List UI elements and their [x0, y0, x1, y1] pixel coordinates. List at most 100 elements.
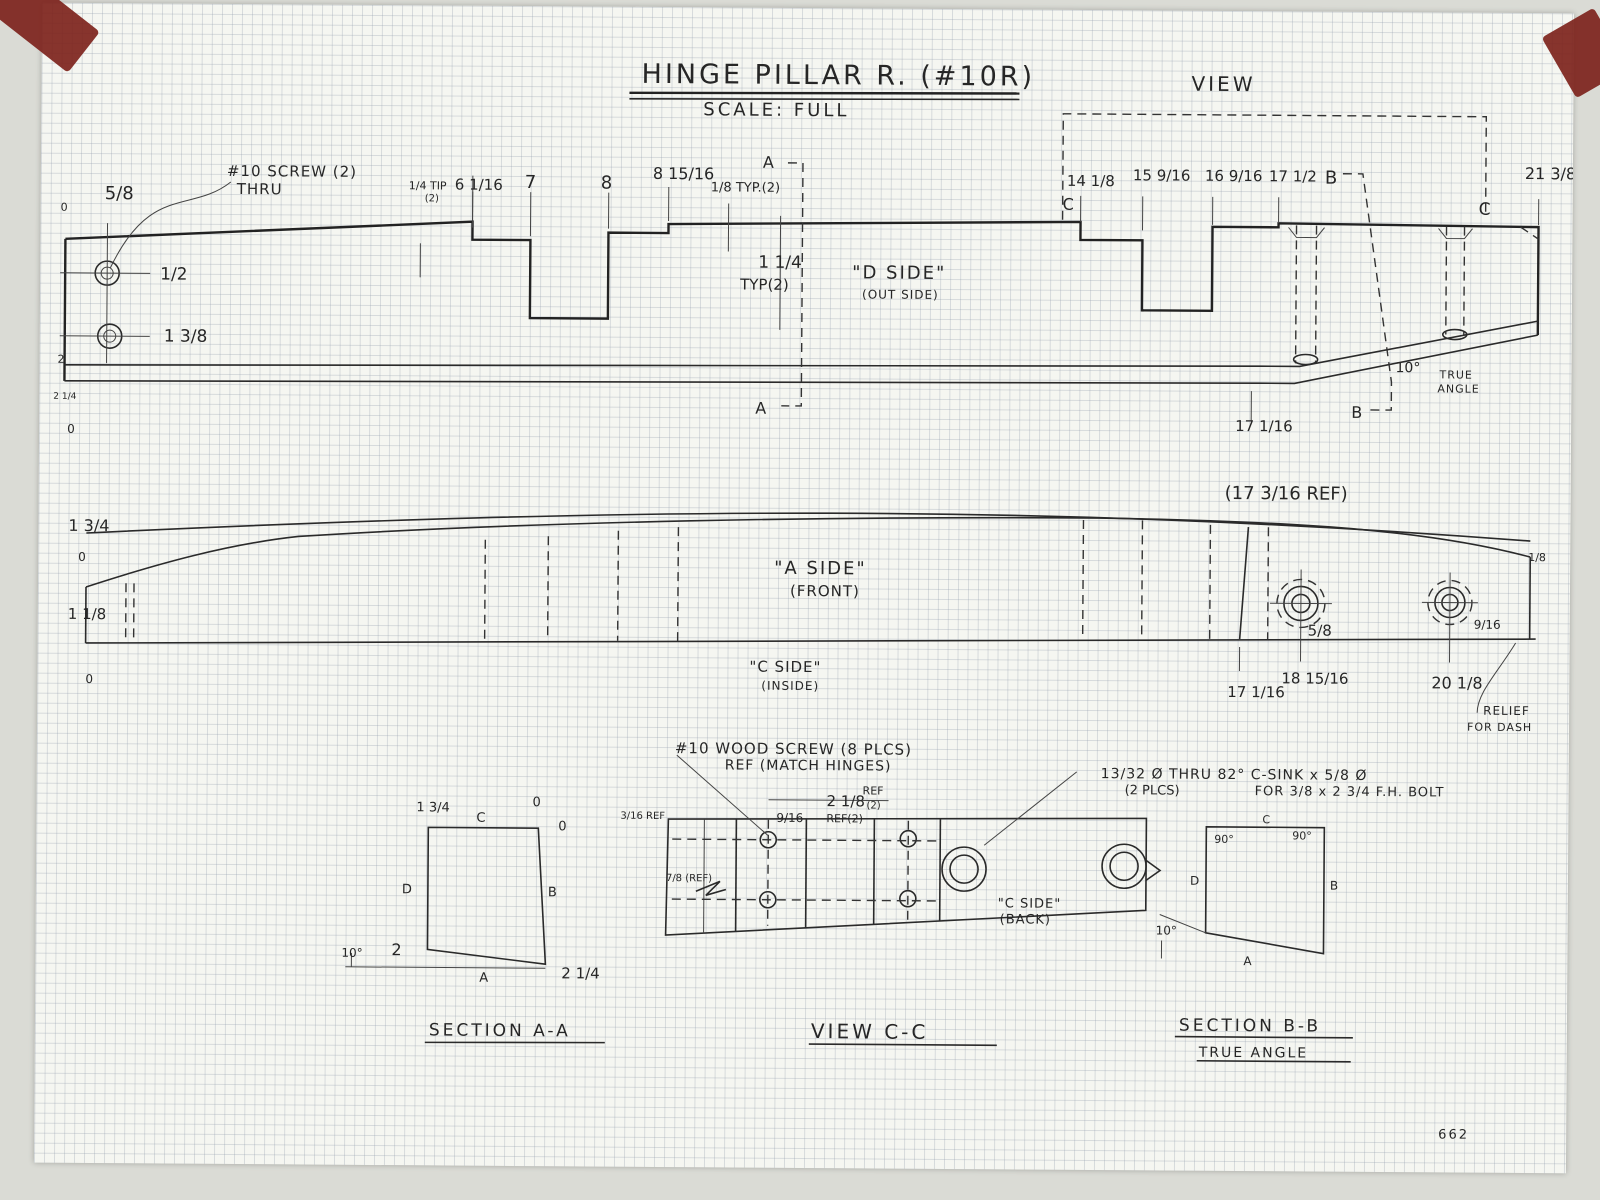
cc-side-label: "C SIDE": [998, 896, 1062, 911]
section-aa-base: [345, 966, 546, 969]
top-view-left-edge: [63, 238, 67, 381]
centerline-1: [60, 272, 151, 274]
view-label: VIEW: [1191, 72, 1255, 96]
section-bb-10: 10°: [1156, 923, 1177, 937]
dim-0b-front: 0: [85, 672, 93, 686]
dim-1-3-8: 1 3/8: [164, 327, 208, 347]
centerline-v: [106, 223, 109, 364]
section-bb-d: D: [1190, 874, 1199, 888]
dim-8: 8: [601, 173, 613, 194]
cc-dim-ref-top: REF: [863, 784, 884, 797]
front-view-right-edge: [1528, 557, 1532, 640]
section-bb-mark-bottom: B: [1351, 403, 1362, 422]
dim-1-1-4: 1 1/4: [758, 253, 802, 273]
section-aa-dim-0: 0: [532, 795, 540, 810]
view-cc-line-4: [872, 818, 876, 925]
view-cc: #10 WOOD SCREW (8 PLCS) REF (MATCH HINGE…: [620, 739, 1445, 1047]
a-side-sub: (FRONT): [790, 582, 860, 600]
cc-screw-2: [759, 890, 777, 909]
dim-15-9-16: 15 9/16: [1133, 166, 1191, 184]
cc-bolt-note: 13/32 Ø THRU 82° C-SINK x 5/8 Ø: [1101, 766, 1368, 784]
dim-typ: 1/8 TYP.(2): [711, 180, 780, 195]
section-aa-mark-top: A: [763, 153, 774, 172]
page-number: 662: [1438, 1127, 1469, 1142]
hidden-line-1: [483, 539, 487, 640]
d-side-sub: (OUT SIDE): [862, 287, 939, 302]
dim-ext-1-1-4: [779, 215, 782, 330]
bolt-centerline-1v: [1299, 569, 1302, 662]
bevel-line: [1238, 527, 1250, 640]
view-cc-mark-left: C: [1063, 195, 1074, 214]
ref-note: (17 3/16 REF): [1225, 483, 1348, 505]
cc-dim-9-16: 9/16: [776, 811, 803, 825]
view-cc-label: VIEW C-C: [811, 1019, 929, 1044]
section-aa-a: A: [479, 971, 488, 986]
hidden-bolt-hole-1b: [1314, 225, 1318, 364]
view-cc-outline: [664, 817, 1148, 936]
csink-1: [1288, 227, 1325, 239]
hidden-line-6: [1140, 520, 1144, 639]
cc-screw-centerline-2: [906, 820, 910, 923]
dim-17-1-16-front: 17 1/16: [1227, 683, 1285, 701]
section-bb-90a: 90°: [1214, 833, 1234, 846]
section-bb: C 90° 90° D B A 10° SECTION B-B TRUE ANG…: [1156, 813, 1353, 1063]
hidden-bolt-hole-2b: [1463, 226, 1466, 335]
dim-6-1-16: 6 1/16: [455, 176, 503, 194]
hidden-line-3: [616, 530, 620, 641]
dim-5-8: 5/8: [105, 183, 134, 204]
screw-note: #10 SCREW (2): [227, 162, 357, 181]
section-aa-underline: [424, 1041, 605, 1044]
section-bb-b: B: [1330, 879, 1338, 893]
screw-note-thru: THRU: [236, 180, 283, 198]
relief-note: RELIEF: [1483, 704, 1530, 718]
section-aa-dim-2-1-4: 2 1/4: [561, 964, 600, 982]
dim-1-3-4: 1 3/4: [68, 516, 109, 535]
dim-1-1-8: 1 1/8: [68, 605, 107, 623]
dim-9-16-front: 9/16: [1474, 618, 1501, 632]
dim-18-15-16: 18 15/16: [1281, 669, 1348, 687]
section-aa-outline: [426, 826, 547, 966]
cc-screw-4: [899, 889, 917, 908]
section-bb-cut: [1342, 173, 1393, 411]
view-cc-underline: [808, 1043, 997, 1047]
cc-zigzag: [695, 880, 727, 897]
section-bb-mark-top: B: [1325, 168, 1338, 189]
section-bb-underline: [1174, 1035, 1353, 1039]
section-aa-label: SECTION A-A: [429, 1020, 571, 1041]
dim-typ-2: TYP(2): [739, 276, 789, 294]
screw-note-leader: [676, 754, 769, 837]
bolt-note-leader: [983, 771, 1078, 846]
cc-dim-ref-2b: REF(2): [826, 812, 863, 825]
cc-bolt-1: [941, 846, 987, 892]
cc-screw-1: [759, 830, 778, 849]
view-cc-bracket: [1061, 113, 1488, 220]
drawing-title: HINGE PILLAR R. (#10R): [641, 59, 1035, 93]
bolt-centerline-2v: [1448, 572, 1451, 663]
drawing-canvas: HINGE PILLAR R. (#10R) SCALE: FULL VIEW: [53, 59, 1574, 1143]
cc-dim-3-16: 3/16 REF: [620, 811, 665, 822]
hidden-bolt-hole-2a: [1445, 226, 1448, 335]
true-angle: TRUE: [1438, 368, 1472, 381]
cc-side-sub: (BACK): [1000, 912, 1051, 927]
section-aa-dim-0b: 0: [558, 819, 566, 834]
hidden-line-7: [1208, 524, 1212, 639]
dim-7: 7: [525, 172, 537, 193]
dim-z2: 2: [58, 353, 65, 366]
section-bb-sub-underline: [1196, 1059, 1351, 1063]
cc-screw-centerline-1: [766, 819, 770, 926]
d-side-label: "D SIDE": [852, 262, 946, 284]
c-side-inside-sub: (INSIDE): [761, 679, 819, 693]
section-aa-dim-2: 2: [391, 940, 401, 959]
view-cc-line-5: [938, 818, 942, 921]
view-cc-line-2: [734, 819, 738, 932]
front-view: (17 3/16 REF) 1 3/4 0 1 1/8 0 "A SIDE" (…: [68, 483, 1546, 734]
section-bb-outline: [1204, 826, 1326, 955]
section-aa-dim-10: 10°: [341, 946, 362, 960]
top-view-bottom-line: [64, 320, 1539, 368]
screw-leader: [109, 181, 232, 269]
relief-leader: [1476, 642, 1517, 713]
cc-bolt-2-inner: [1109, 851, 1139, 882]
section-bb-a: A: [1243, 954, 1252, 968]
section-bb-c: C: [1262, 813, 1270, 826]
section-bb-angle-line: [1159, 914, 1206, 934]
